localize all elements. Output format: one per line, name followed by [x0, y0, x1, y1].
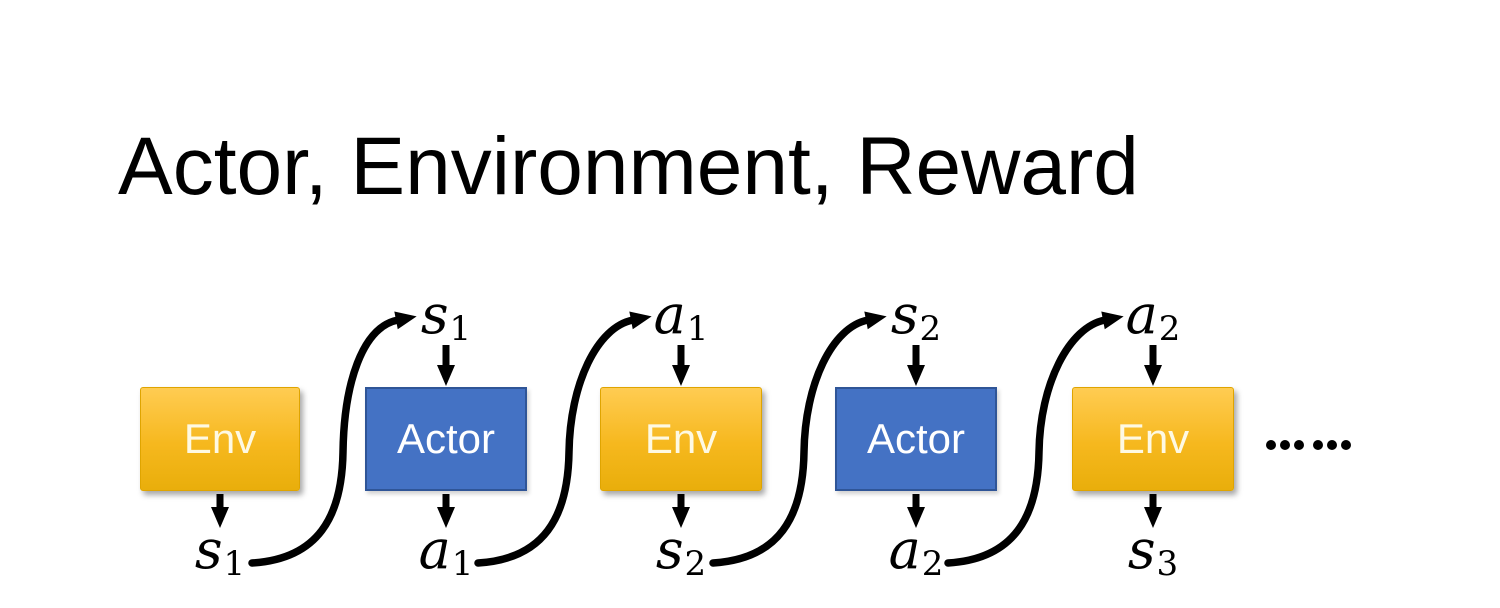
ellipsis-dot [1280, 440, 1290, 450]
ellipsis-dot [1294, 440, 1304, 450]
actor-box-1: Actor [365, 387, 527, 491]
label-a1-bottom-sub: 1 [451, 544, 474, 585]
label-s2-top: s2 [856, 288, 976, 347]
label-s1-top-base: s [420, 283, 449, 346]
curve-arrow-s2-feedback [709, 311, 887, 567]
env-box-1: Env [140, 387, 300, 491]
actor-box-2-label: Actor [866, 415, 966, 462]
label-s1-bottom-sub: 1 [223, 544, 246, 585]
label-s1-bottom-base: s [194, 518, 223, 581]
actor-box-2: Actor [835, 387, 997, 491]
label-a1-top-base: a [653, 283, 686, 346]
label-a1-top-sub: 1 [686, 309, 709, 350]
label-s2-top-base: s [890, 283, 919, 346]
label-a2-top-sub: 2 [1158, 309, 1181, 350]
actor-box-1-label: Actor [396, 415, 496, 462]
ellipsis-dot [1313, 440, 1323, 450]
label-a1-bottom-base: a [418, 518, 451, 581]
ellipsis-dots [1266, 439, 1355, 451]
label-s3-bottom-sub: 3 [1156, 544, 1179, 585]
label-a2-top: a2 [1093, 288, 1213, 347]
label-s1-top-sub: 1 [449, 309, 472, 350]
curve-arrow-s1-feedback [248, 311, 417, 567]
env-box-3: Env [1072, 387, 1234, 491]
label-a2-bottom-base: a [888, 518, 921, 581]
label-a2-bottom: a2 [856, 523, 976, 582]
label-s1-top: s1 [386, 288, 506, 347]
label-s1-bottom: s1 [160, 523, 280, 582]
label-s2-bottom-sub: 2 [684, 544, 707, 585]
label-a2-top-base: a [1125, 283, 1158, 346]
label-s2-bottom-base: s [655, 518, 684, 581]
curve-arrow-a2-feedback [944, 311, 1124, 567]
page-title: Actor, Environment, Reward [118, 121, 1139, 212]
label-a1-bottom: a1 [386, 523, 506, 582]
env-box-3-label: Env [1116, 415, 1190, 462]
ellipsis-dot [1327, 440, 1337, 450]
ellipsis-dot [1266, 440, 1276, 450]
ellipsis-dot [1341, 440, 1351, 450]
label-s3-bottom-base: s [1127, 518, 1156, 581]
label-s2-bottom: s2 [621, 523, 741, 582]
env-box-2-label: Env [644, 415, 718, 462]
env-box-2: Env [600, 387, 762, 491]
label-s3-bottom: s3 [1093, 523, 1213, 582]
label-a2-bottom-sub: 2 [921, 544, 944, 585]
label-a1-top: a1 [621, 288, 741, 347]
label-s2-top-sub: 2 [919, 309, 942, 350]
curve-arrow-a1-feedback [474, 311, 652, 567]
env-box-1-label: Env [183, 415, 257, 462]
